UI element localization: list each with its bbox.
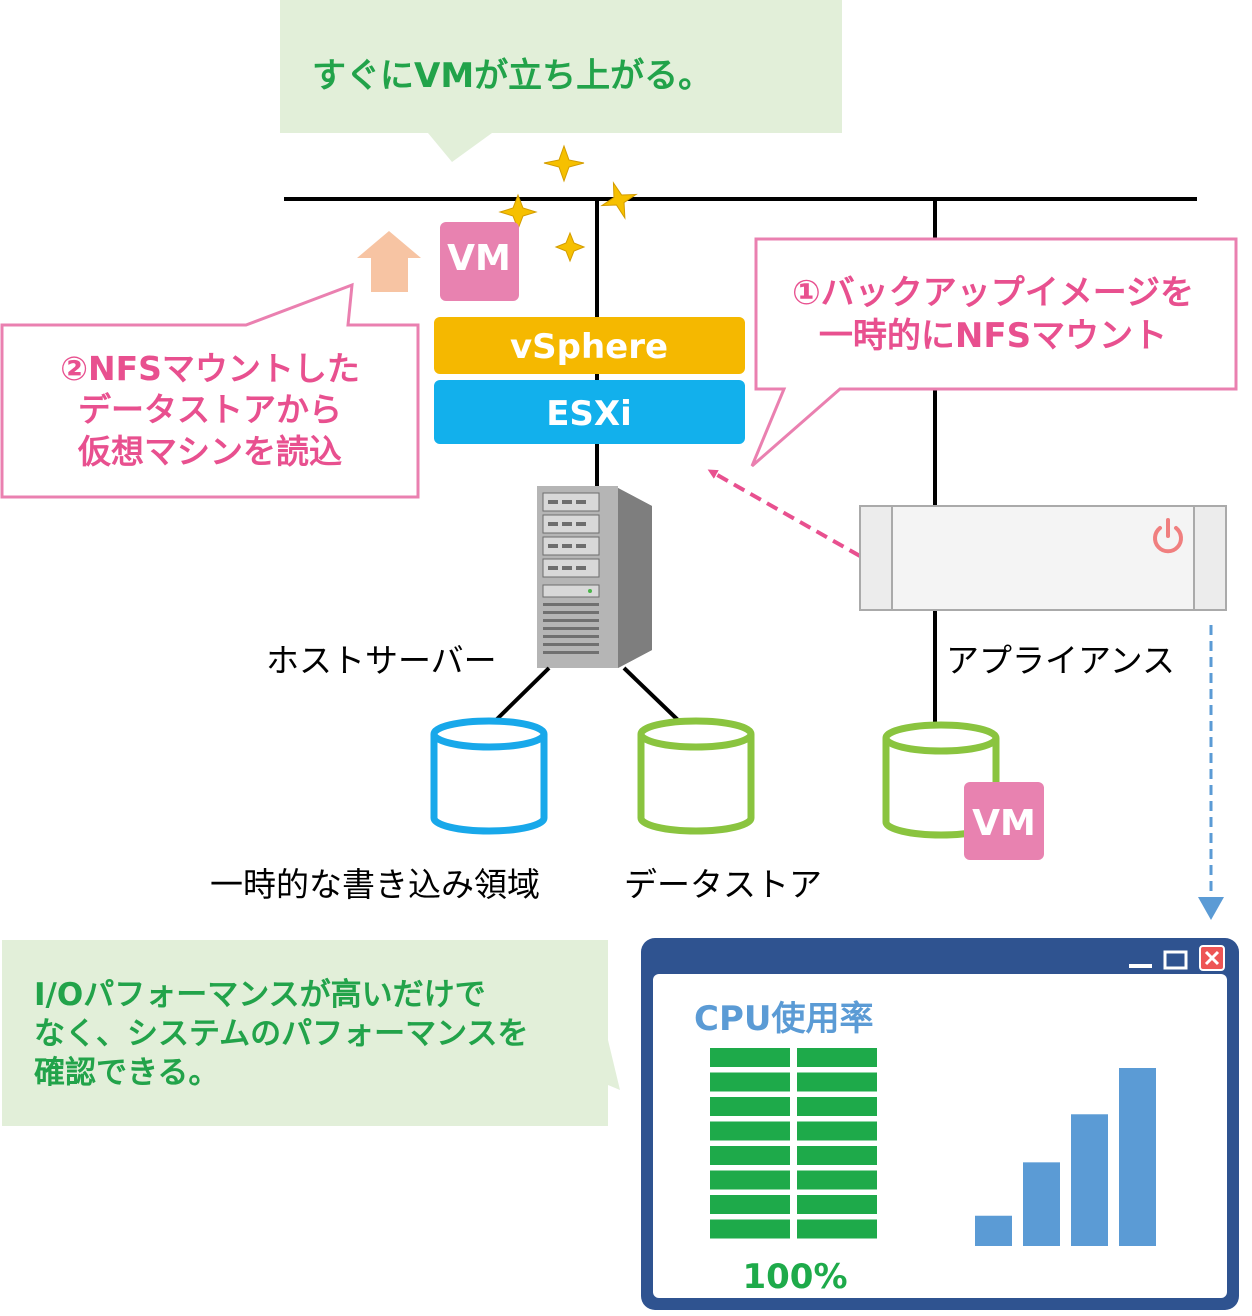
io-callout: [2, 940, 620, 1126]
cpu-segment: [797, 1170, 877, 1190]
cpu-segment: [710, 1097, 790, 1116]
read-callout: [0, 282, 420, 499]
io-callout-line-1: I/Oパフォーマンスが高いだけで: [34, 977, 486, 1013]
down-arrow-icon: [1198, 897, 1224, 920]
performance-bar: [1071, 1114, 1108, 1246]
maximize-icon[interactable]: [1163, 950, 1188, 970]
io-callout-line-2: なく、システムのパフォーマンスを: [34, 1015, 529, 1052]
minimize-icon[interactable]: [1129, 964, 1152, 968]
cpu-segment: [797, 1195, 877, 1214]
cpu-segment: [797, 1048, 877, 1067]
server-icon: [537, 486, 652, 668]
io-callout-line-3: 確認できる。: [34, 1054, 220, 1091]
vsphere-bar: [434, 317, 745, 374]
cpu-segment: [797, 1097, 877, 1116]
read-callout-line-1: ②NFSマウントした: [60, 349, 360, 388]
close-icon[interactable]: [1199, 945, 1225, 971]
mount-callout: [750, 237, 1238, 468]
mount-callout-text: ①バックアップイメージを 一時的にNFSマウント: [788, 272, 1198, 357]
cpu-segment: [797, 1146, 877, 1165]
mount-callout-line-1: ①バックアップイメージを: [791, 273, 1195, 313]
host-server-label: ホストサーバー: [266, 641, 497, 680]
cpu-percent: 100%: [742, 1257, 847, 1297]
top-callout-text: すぐにVMが立ち上がる。: [312, 56, 713, 96]
datastore-label: データストア: [624, 865, 822, 904]
cpu-segment: [710, 1219, 790, 1239]
power-icon: [1153, 518, 1183, 554]
appliance-label: アプライアンス: [946, 641, 1176, 680]
esxi-label: ESXi: [546, 394, 632, 434]
cpu-title: CPU使用率: [694, 999, 873, 1039]
vm-label: VM: [447, 238, 511, 279]
cpu-segment: [797, 1072, 877, 1092]
cpu-segment: [710, 1146, 790, 1165]
host-disk-link-2: [622, 666, 682, 724]
sparkle-icon: [498, 144, 638, 263]
performance-bar: [1023, 1162, 1060, 1246]
cpu-segment: [710, 1048, 790, 1067]
datastore-disk: [637, 717, 755, 835]
read-callout-line-3: 仮想マシンを読込: [78, 431, 342, 471]
performance-bar: [1119, 1068, 1156, 1246]
mount-arrow: [707, 469, 861, 558]
esxi-bar: [434, 380, 745, 444]
io-callout-text: I/Oパフォーマンスが高いだけで なく、システムのパフォーマンスを 確認できる。: [34, 976, 604, 1092]
cpu-segment: [797, 1121, 877, 1141]
cpu-meter: [710, 1048, 877, 1239]
host-disk-link-1: [492, 666, 551, 724]
appliance-vm-label: VM: [972, 803, 1036, 844]
mount-callout-line-2: 一時的にNFSマウント: [818, 315, 1168, 356]
appliance-device: [859, 505, 1227, 611]
read-callout-text: ②NFSマウントした データストアから 仮想マシンを読込: [20, 348, 400, 472]
temp-write-area-label: 一時的な書き込み領域: [210, 865, 540, 904]
read-callout-line-2: データストアから: [78, 390, 342, 430]
up-arrow-icon: [357, 231, 421, 292]
cpu-segment: [710, 1121, 790, 1141]
temp-write-disk: [430, 717, 548, 835]
performance-bars: [975, 1068, 1156, 1246]
cpu-segment: [797, 1219, 877, 1239]
vsphere-label: vSphere: [510, 327, 668, 367]
top-callout: [280, 0, 842, 162]
cpu-segment: [710, 1170, 790, 1190]
cpu-segment: [710, 1072, 790, 1092]
vm-box: [440, 222, 519, 301]
cpu-segment: [710, 1195, 790, 1214]
performance-bar: [975, 1215, 1012, 1246]
appliance-vm-box: [964, 782, 1044, 860]
